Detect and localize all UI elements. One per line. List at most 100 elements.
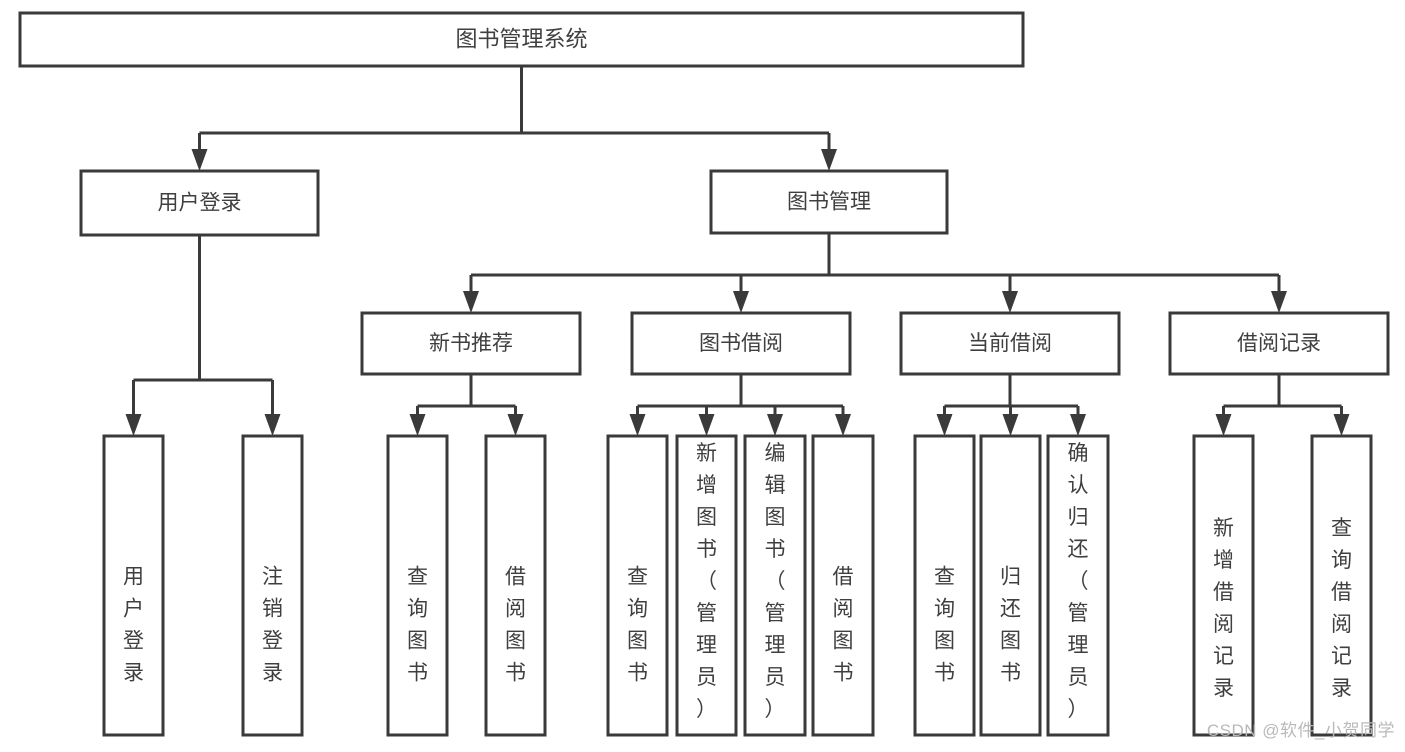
- label-char: 书: [407, 662, 428, 685]
- arrow-head-icon: [1002, 414, 1019, 436]
- arrow-head-icon: [936, 414, 953, 436]
- node-level3-label-1: 图书借阅: [699, 332, 783, 355]
- label-char: 户: [123, 598, 144, 621]
- label-char: 录: [262, 662, 283, 685]
- label-char: ）: [765, 698, 786, 721]
- label-char: 录: [1213, 677, 1234, 700]
- label-char: 编: [765, 442, 786, 465]
- label-char: （: [765, 570, 786, 593]
- label-char: 员: [765, 666, 786, 689]
- label-char: 员: [1068, 666, 1089, 689]
- node-level2-label-1: 图书管理: [787, 191, 871, 214]
- node-leaf-7[interactable]: [811, 434, 875, 737]
- node-leaf-4[interactable]: [606, 434, 669, 737]
- label-char: 记: [1331, 645, 1352, 668]
- node-leaf-6[interactable]: [743, 434, 807, 737]
- node-level3-3[interactable]: [1168, 311, 1390, 376]
- node-level3-label-0: 新书推荐: [429, 332, 513, 355]
- label-char: 新: [1213, 517, 1234, 540]
- label-char: 阅: [505, 598, 526, 621]
- label-char: 图: [765, 506, 786, 529]
- node-level2-0[interactable]: [79, 169, 320, 237]
- label-char: 归: [1000, 566, 1021, 589]
- label-char: （: [696, 570, 717, 593]
- label-char: 借: [505, 566, 526, 589]
- label-char: 图: [505, 630, 526, 653]
- node-level3-label-2: 当前借阅: [968, 332, 1052, 355]
- label-char: 阅: [1213, 613, 1234, 636]
- arrow-head-icon: [264, 414, 281, 436]
- arrow-head-icon: [835, 414, 851, 436]
- node-leaf-8[interactable]: [913, 434, 976, 737]
- node-leaf-5[interactable]: [675, 434, 738, 737]
- arrow-head-icon: [1070, 414, 1086, 436]
- label-char: 书: [1000, 662, 1021, 685]
- node-level2-label-0: 用户登录: [158, 192, 242, 215]
- label-char: 新: [696, 442, 717, 465]
- label-char: 认: [1068, 474, 1089, 497]
- node-level3-label-3: 借阅记录: [1237, 332, 1321, 355]
- label-char: ）: [1068, 698, 1089, 721]
- arrow-head-icon: [191, 149, 208, 171]
- node-level3-1[interactable]: [630, 311, 852, 376]
- label-char: 书: [934, 662, 955, 685]
- node-leaf-12[interactable]: [1310, 434, 1373, 737]
- node-level3-0[interactable]: [360, 311, 582, 376]
- node-leaf-2[interactable]: [386, 434, 449, 737]
- node-leaf-0[interactable]: [102, 434, 165, 737]
- label-char: 管: [1068, 602, 1089, 625]
- arrow-head-icon: [409, 414, 426, 436]
- label-char: 查: [627, 566, 648, 589]
- label-char: 图: [1000, 630, 1021, 653]
- label-char: （: [1068, 570, 1089, 593]
- arrow-head-icon: [1333, 414, 1350, 436]
- label-char: 注: [262, 566, 283, 589]
- label-char: 确: [1068, 442, 1089, 465]
- label-char: 图: [696, 506, 717, 529]
- node-root-label: 图书管理系统: [455, 26, 587, 51]
- node-level3-2[interactable]: [899, 311, 1121, 376]
- arrow-head-icon: [733, 291, 749, 313]
- node-leaf-11[interactable]: [1192, 434, 1255, 737]
- label-char: 书: [627, 662, 648, 685]
- arrow-head-icon: [1215, 414, 1232, 436]
- label-char: 书: [833, 662, 854, 685]
- node-leaf-1[interactable]: [241, 434, 304, 737]
- node-level2-1[interactable]: [709, 169, 949, 235]
- label-char: 理: [765, 634, 786, 657]
- label-char: 图: [627, 630, 648, 653]
- node-root-system[interactable]: [18, 11, 1025, 68]
- arrow-head-icon: [821, 149, 837, 171]
- node-leaf-10[interactable]: [1046, 434, 1110, 737]
- label-char: 还: [1068, 538, 1089, 561]
- node-leaf-3[interactable]: [484, 434, 547, 737]
- label-char: 书: [765, 538, 786, 561]
- label-char: 登: [123, 630, 144, 653]
- label-char: 增: [696, 474, 717, 497]
- label-char: 图: [833, 630, 854, 653]
- label-char: 查: [407, 566, 428, 589]
- label-char: 登: [262, 630, 283, 653]
- label-char: 借: [833, 566, 854, 589]
- label-char: 录: [1331, 677, 1352, 700]
- label-char: 录: [123, 662, 144, 685]
- label-char: 询: [627, 598, 648, 621]
- label-char: 还: [1000, 598, 1021, 621]
- label-char: 查: [934, 566, 955, 589]
- arrow-head-icon: [767, 414, 783, 436]
- label-char: 借: [1213, 581, 1234, 604]
- arrow-head-icon: [463, 291, 479, 313]
- node-leaf-9[interactable]: [979, 434, 1042, 737]
- arrow-head-icon: [698, 414, 715, 436]
